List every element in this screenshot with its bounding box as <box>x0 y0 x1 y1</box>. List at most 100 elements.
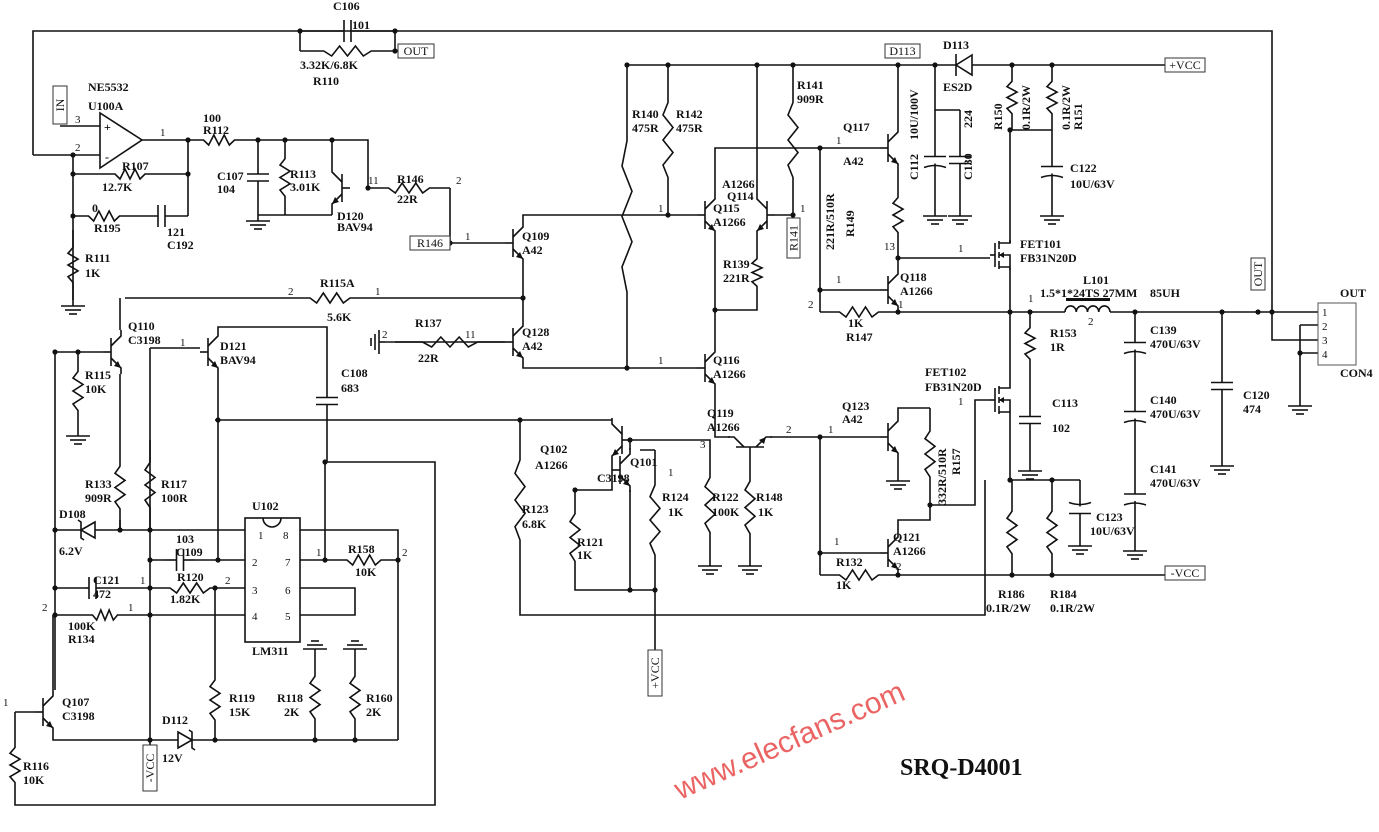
junction-dot <box>322 459 328 465</box>
component-label: R110 <box>313 74 339 88</box>
component-label: CON4 <box>1340 366 1373 380</box>
component-label: R133 <box>85 477 112 491</box>
component-label: C141 <box>1150 462 1177 476</box>
component-label: 1.5*1*24TS 27MM <box>1040 286 1137 300</box>
junction-dot <box>817 434 823 440</box>
component-label: Q123 <box>842 399 869 413</box>
r141-tag: R141 <box>786 217 801 259</box>
junction-dot <box>147 585 153 591</box>
component-label: R141 <box>797 78 824 92</box>
component-label: R139 <box>723 257 750 271</box>
component-label: 1K <box>577 548 593 562</box>
component-label: 470U/63V <box>1150 476 1201 490</box>
junction-dot <box>817 550 823 556</box>
component-label: D120 <box>337 209 364 223</box>
ground-icon <box>1288 400 1312 415</box>
component-label: 100R <box>161 491 188 505</box>
junction-dot <box>520 295 526 301</box>
component-label: LM311 <box>252 644 289 658</box>
polarized-capacitor-C112 <box>923 110 947 210</box>
component-label: Q117 <box>843 120 870 134</box>
connector-CON4 <box>1317 302 1357 366</box>
component-label: 221R <box>723 271 750 285</box>
component-label: 472 <box>93 587 111 601</box>
r146-tag: R146 <box>409 235 451 251</box>
junction-dot <box>70 171 76 177</box>
junction-dot <box>932 62 938 68</box>
pin-number: 3 <box>1322 335 1328 347</box>
resistor-R157 <box>923 408 937 500</box>
component-label: L101 <box>1083 273 1109 287</box>
component-label: R137 <box>415 316 442 330</box>
resistor-R115A <box>290 291 370 305</box>
component-label: R150 <box>991 103 1005 130</box>
junction-dot <box>817 145 823 151</box>
polarized-capacitor-C123 <box>1068 480 1092 540</box>
transistor-Q128 <box>505 320 524 364</box>
pin-number: 1 <box>140 575 146 587</box>
component-label: C140 <box>1150 393 1177 407</box>
component-label: R149 <box>843 210 857 237</box>
ground-icon <box>246 215 270 230</box>
component-label: 1K <box>848 316 864 330</box>
component-label: 15K <box>229 705 251 719</box>
component-label: A1266 <box>713 215 746 229</box>
resistor-R149 <box>891 180 905 250</box>
junction-dot <box>215 557 221 563</box>
r141-tag-text: R141 <box>787 225 801 251</box>
component-label: 1K <box>836 578 852 592</box>
inductor-L101 <box>1064 298 1111 313</box>
capacitor-C113 <box>1019 375 1041 465</box>
polarized-capacitor-C140 <box>1123 380 1147 450</box>
junction-dot <box>927 502 933 508</box>
component-label: C120 <box>1243 388 1270 402</box>
junction-dot <box>75 349 81 355</box>
component-label: A42 <box>522 339 543 353</box>
component-label: R122 <box>712 490 739 504</box>
component-label: 10U/100V <box>907 89 921 140</box>
component-label: C3198 <box>62 709 95 723</box>
junction-dot <box>895 572 901 578</box>
component-label: 909R <box>85 491 112 505</box>
component-label: 100K <box>68 619 96 633</box>
component-label: 0.1R/2W <box>1050 601 1095 615</box>
component-label: 5.6K <box>327 310 352 324</box>
component-label: R146 <box>397 172 424 186</box>
pin-number: 11 <box>368 175 379 187</box>
ground-icon <box>66 430 90 445</box>
junction-dot <box>322 557 328 563</box>
junction-dot <box>147 612 153 618</box>
resistor-R151 <box>1045 65 1059 130</box>
component-label: 103 <box>176 532 194 546</box>
component-label: 104 <box>217 182 235 196</box>
resistor-R141 <box>786 65 800 215</box>
component-label: R140 <box>632 107 659 121</box>
ground-icon <box>370 330 385 354</box>
component-label: R142 <box>676 107 703 121</box>
junction-dot <box>1049 477 1055 483</box>
vcc-neg-tag-right-text: -VCC <box>1171 566 1200 580</box>
ground-icon <box>61 300 85 315</box>
component-label: 3.01K <box>290 180 321 194</box>
pin-number: 2 <box>402 547 408 559</box>
component-label: ES2D <box>943 80 973 94</box>
junction-dot <box>215 417 221 423</box>
vcc-neg-tag-left-text: -VCC <box>143 754 157 783</box>
component-label: 6.8K <box>522 517 547 531</box>
junction-dot <box>517 417 523 423</box>
pin-number: 1 <box>1322 307 1328 319</box>
mosfet-FET101 <box>990 240 1011 270</box>
component-label: C122 <box>1070 161 1097 175</box>
resistor-R140 <box>621 65 633 368</box>
ground-icon <box>1018 465 1042 480</box>
resistor-R118 <box>308 655 322 740</box>
junction-dot <box>297 28 303 34</box>
junction-dot <box>1027 309 1033 315</box>
junction-dot <box>1255 309 1261 315</box>
component-label: A1266 <box>707 420 740 434</box>
polarized-capacitor-C139 <box>1123 312 1147 380</box>
component-label: R186 <box>998 587 1025 601</box>
component-label: A1266 <box>722 177 755 191</box>
component-label: FET101 <box>1020 237 1061 251</box>
